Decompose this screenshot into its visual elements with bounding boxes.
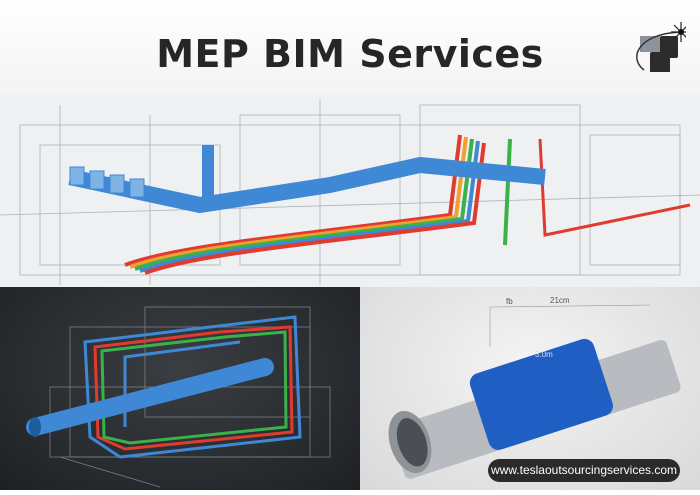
website-url-badge[interactable]: www.teslaoutsourcingservices.com [488, 459, 680, 482]
svg-text:21cm: 21cm [550, 296, 570, 305]
mep-building-model-illustration [0, 95, 700, 287]
svg-text:3.0m: 3.0m [535, 350, 553, 359]
cable-tray-model-illustration [0, 287, 360, 490]
tesla-outsourcing-logo-icon [636, 22, 686, 72]
header: MEP BIM Services [0, 0, 700, 105]
page-title: MEP BIM Services [156, 32, 544, 76]
pipe-fitting-illustration: fb 21cm 3.0m [360, 287, 700, 490]
svg-text:fb: fb [506, 297, 513, 306]
